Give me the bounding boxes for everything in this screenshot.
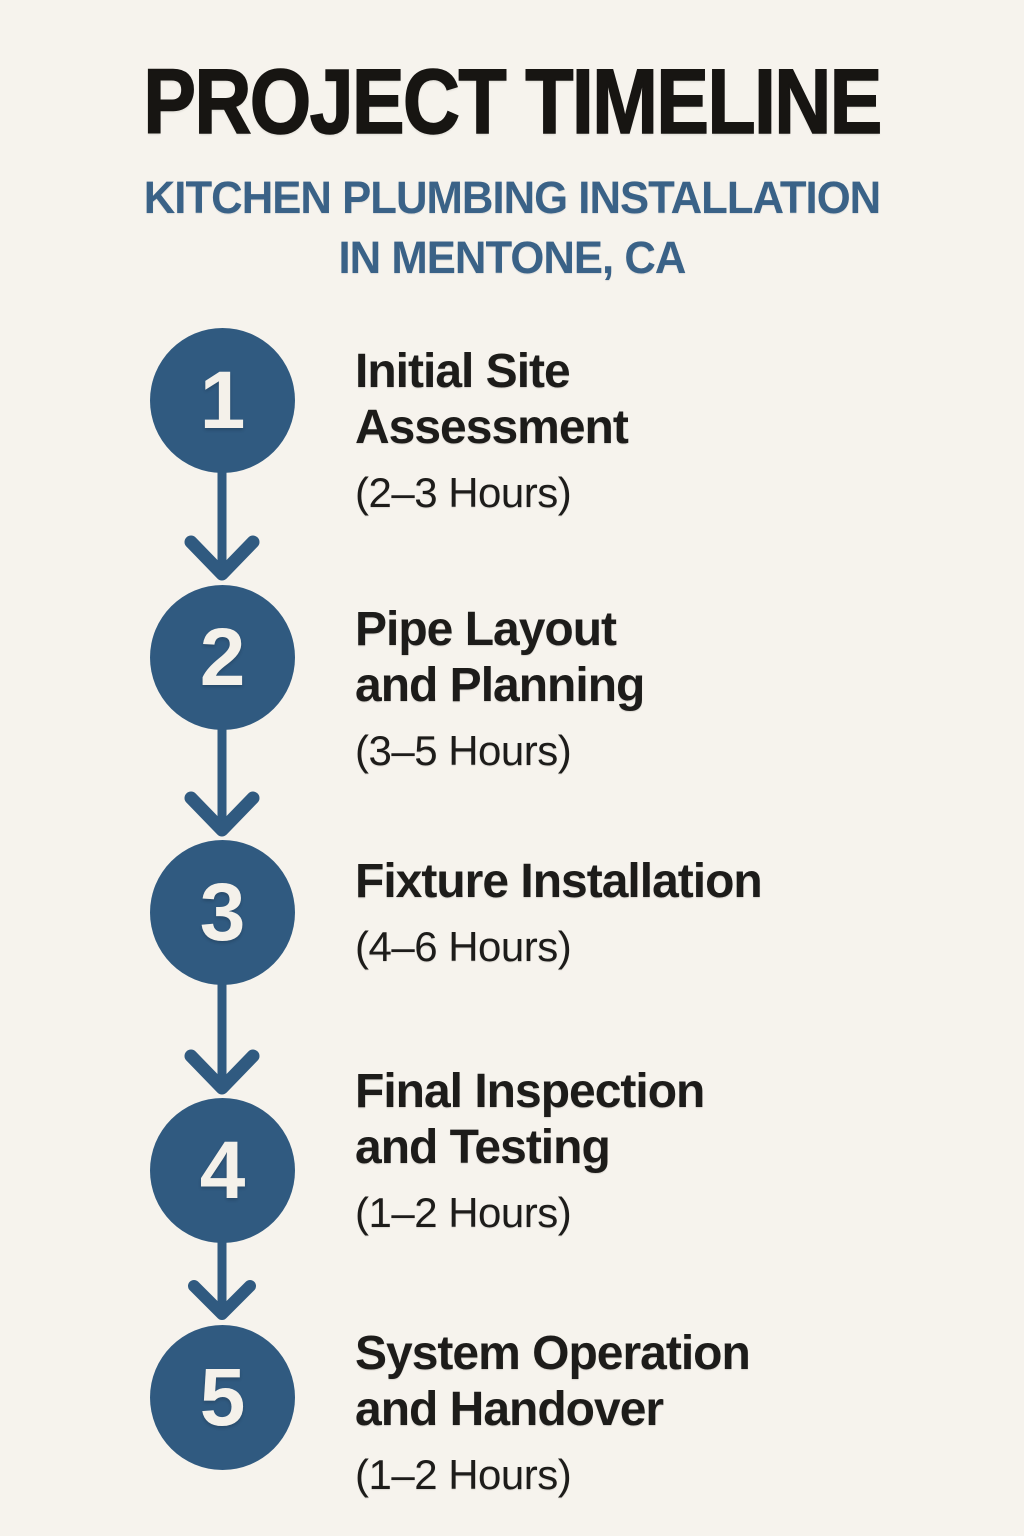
step-5-number-badge: 5	[150, 1325, 295, 1470]
step-1-number: 1	[199, 354, 246, 446]
step-4-title-line-2: and Testing	[355, 1121, 611, 1174]
step-4-title-line-1: Final Inspection	[355, 1065, 705, 1118]
step-1-number-badge: 1	[150, 328, 295, 473]
page-title: PROJECT TIMELINE	[143, 51, 883, 153]
step-4-number: 4	[199, 1124, 246, 1216]
arrow-down-icon	[184, 982, 260, 1095]
arrow-down-icon	[184, 470, 260, 581]
step-5-number: 5	[199, 1351, 246, 1443]
step-5-title-line-1: System Operation	[355, 1327, 751, 1380]
step-4-text: Final Inspection and Testing (1–2 Hours)	[355, 1064, 975, 1236]
step-3-title-line-1: Fixture Installation	[355, 855, 763, 908]
subtitle-line-2: IN MENTONE, CA	[338, 232, 687, 283]
step-5-title-line-2: and Handover	[355, 1383, 664, 1436]
step-2-title-line-1: Pipe Layout	[355, 603, 617, 656]
arrow-down-icon	[184, 727, 260, 837]
step-5-duration: (1–2 Hours)	[355, 1451, 572, 1498]
step-4-duration: (1–2 Hours)	[355, 1189, 572, 1236]
step-1-title-line-2: Assessment	[355, 401, 629, 454]
step-3-duration: (4–6 Hours)	[355, 923, 572, 970]
step-3-number: 3	[199, 866, 246, 958]
step-4-number-badge: 4	[150, 1098, 295, 1243]
step-1-text: Initial Site Assessment (2–3 Hours)	[355, 344, 975, 516]
step-2-duration: (3–5 Hours)	[355, 727, 572, 774]
step-2-number: 2	[199, 611, 246, 703]
step-2-title-line-2: and Planning	[355, 659, 645, 712]
step-3-number-badge: 3	[150, 840, 295, 985]
step-2-number-badge: 2	[150, 585, 295, 730]
step-5-text: System Operation and Handover (1–2 Hours…	[355, 1326, 975, 1498]
subtitle-line-1: KITCHEN PLUMBING INSTALLATION	[143, 172, 881, 223]
page-subtitle: KITCHEN PLUMBING INSTALLATION IN MENTONE…	[15, 168, 1008, 288]
step-3-text: Fixture Installation (4–6 Hours)	[355, 854, 975, 970]
step-1-duration: (2–3 Hours)	[355, 469, 572, 516]
arrow-down-icon	[188, 1240, 256, 1320]
step-1-title-line-1: Initial Site	[355, 345, 571, 398]
step-2-text: Pipe Layout and Planning (3–5 Hours)	[355, 602, 975, 774]
